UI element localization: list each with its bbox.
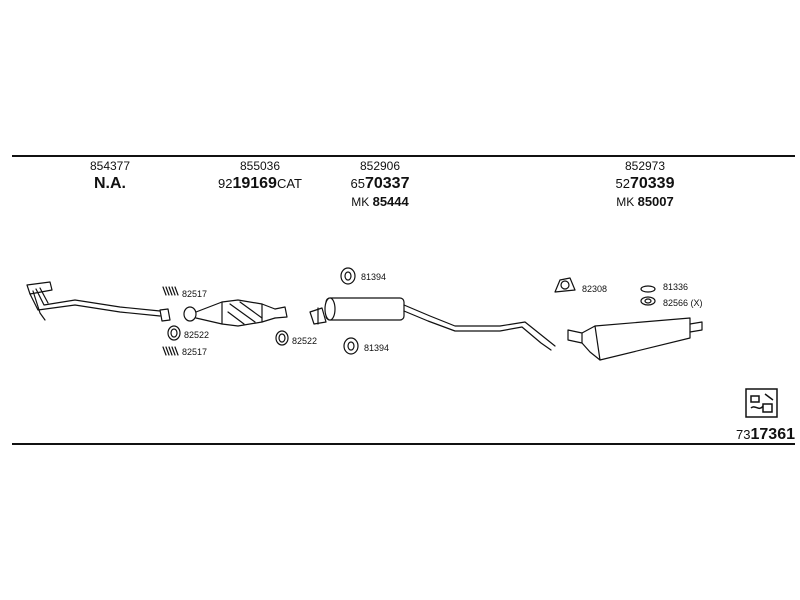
hanger-lower-drawing	[343, 337, 359, 355]
option-drawing	[640, 296, 656, 306]
clamp-drawing	[554, 277, 576, 293]
gasket-a-drawing	[167, 325, 181, 341]
header-main-number: 19169	[232, 175, 277, 192]
header-middle-silencer: 852906 6570337 MK 85444	[330, 160, 430, 208]
spring-lower-drawing	[162, 346, 179, 356]
header-part-number: N.A.	[70, 176, 150, 192]
part-label-gasket-a: 82522	[184, 330, 210, 340]
header-part-number: 6570337	[330, 176, 430, 192]
header-prefix: 92	[217, 176, 233, 191]
kit-prefix: MK	[351, 195, 370, 209]
header-mounting-kit: MK 85007	[595, 195, 695, 208]
header-prefix: 52	[615, 176, 630, 191]
catalytic-converter-drawing	[183, 299, 288, 327]
parts-catalog-logo-icon	[745, 388, 778, 418]
kit-prefix: MK	[616, 195, 635, 209]
identifier-prefix: 73	[736, 427, 751, 442]
front-pipe-drawing	[26, 281, 171, 322]
header-part-number: 9219169CAT	[200, 176, 320, 192]
part-label-spring-upper: 82517	[182, 289, 208, 299]
header-front-pipe: 854377 N.A.	[70, 160, 150, 192]
header-ref: 852906	[359, 159, 401, 173]
middle-silencer-drawing	[309, 297, 556, 351]
kit-number: 85007	[637, 194, 674, 209]
part-label-ring: 81336	[663, 282, 689, 292]
diagram-identifier: 7317361	[736, 426, 795, 444]
part-label-option: 82566 (X)	[663, 298, 703, 308]
gasket-b-drawing	[275, 330, 289, 346]
header-main-number: 70339	[629, 175, 675, 192]
kit-number: 85444	[372, 194, 409, 209]
header-ref: 854377	[89, 159, 131, 173]
part-label-hanger-upper: 81394	[361, 272, 387, 282]
header-ref: 855036	[239, 159, 281, 173]
header-mounting-kit: MK 85444	[330, 195, 430, 208]
header-rear-silencer: 852973 5270339 MK 85007	[595, 160, 695, 208]
header-catalytic-converter: 855036 9219169CAT	[200, 160, 320, 192]
identifier-number: 17361	[750, 426, 796, 443]
header-prefix: 65	[350, 176, 365, 191]
ring-drawing	[640, 285, 656, 293]
part-label-clamp: 82308	[582, 284, 608, 294]
spring-upper-drawing	[162, 286, 179, 296]
header-main-number: N.A.	[94, 175, 126, 192]
part-label-spring-lower: 82517	[182, 347, 208, 357]
header-ref: 852973	[624, 159, 666, 173]
header-main-number: 70337	[364, 175, 410, 192]
header-part-number: 5270339	[595, 176, 695, 192]
header-suffix: CAT	[276, 176, 302, 191]
bottom-divider	[12, 443, 795, 445]
rear-silencer-drawing	[567, 317, 703, 361]
part-label-hanger-lower: 81394	[364, 343, 390, 353]
part-label-gasket-b: 82522	[292, 336, 318, 346]
hanger-upper-drawing	[340, 267, 356, 285]
top-divider	[12, 155, 795, 157]
